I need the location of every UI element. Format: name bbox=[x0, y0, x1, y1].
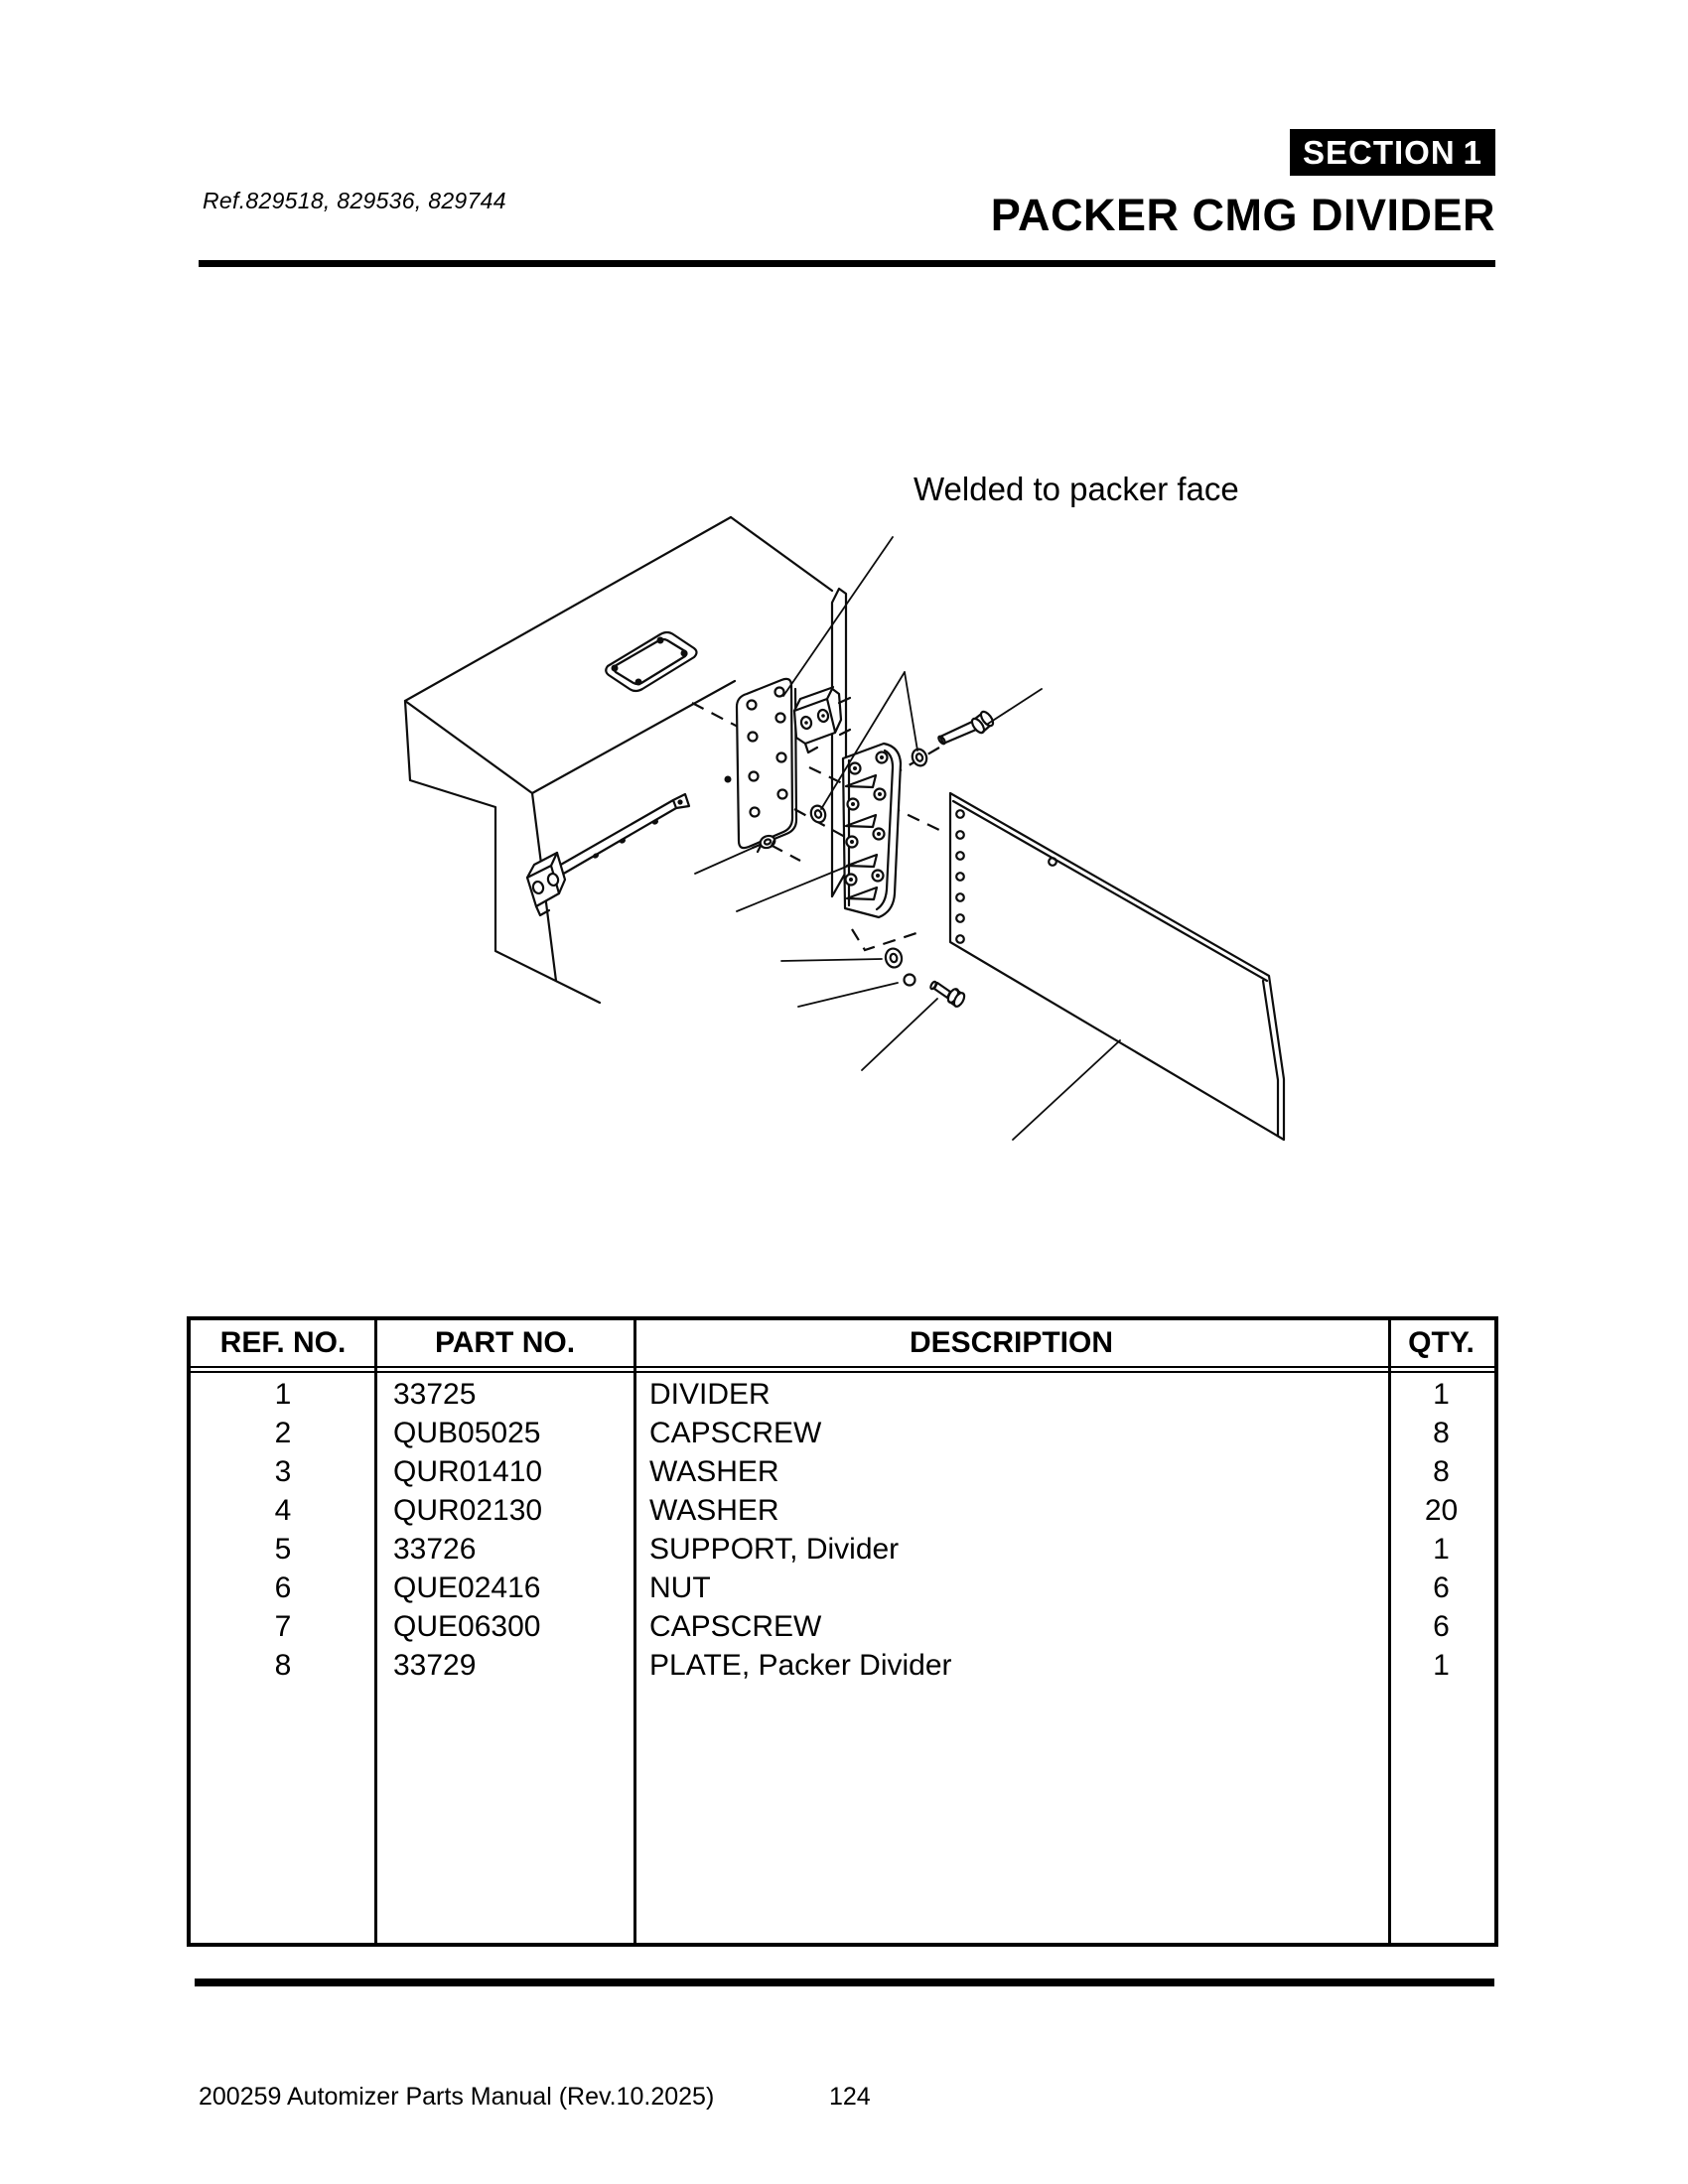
cell-ref-no: 3 bbox=[274, 1455, 292, 1488]
section-badge: SECTION 1 bbox=[1290, 129, 1495, 176]
column-header-part-no: PART NO. bbox=[434, 1326, 576, 1359]
table-row: 1 33725 DIVIDER 1 bbox=[191, 1375, 1494, 1414]
cell-qty: 20 bbox=[1424, 1494, 1459, 1527]
plate-screw-head bbox=[756, 834, 776, 854]
cell-qty: 1 bbox=[1433, 1533, 1450, 1566]
section-badge-label: SECTION bbox=[1303, 133, 1456, 171]
table-row: 7 QUE06300 CAPSCREW 6 bbox=[191, 1607, 1494, 1646]
cell-qty: 8 bbox=[1433, 1455, 1450, 1488]
column-header-qty: QTY. bbox=[1408, 1326, 1475, 1359]
cell-qty: 1 bbox=[1433, 1649, 1450, 1682]
cell-part-no: QUB05025 bbox=[393, 1417, 541, 1449]
column-header-description: DESCRIPTION bbox=[909, 1326, 1114, 1359]
table-row: 8 33729 PLATE, Packer Divider 1 bbox=[191, 1646, 1494, 1685]
mounting-plate bbox=[724, 677, 798, 850]
cell-part-no: QUE02416 bbox=[393, 1571, 541, 1604]
cell-description: WASHER bbox=[649, 1455, 779, 1488]
diagram-annotation: Welded to packer face bbox=[914, 471, 1239, 507]
leader-lines bbox=[694, 536, 1121, 1141]
parts-table: REF. NO. PART NO. DESCRIPTION QTY. 1 337… bbox=[187, 1316, 1498, 1947]
exploded-parts-diagram bbox=[403, 515, 1286, 1142]
cell-qty: 8 bbox=[1433, 1417, 1450, 1449]
cell-description: NUT bbox=[649, 1571, 711, 1604]
divider-support bbox=[841, 742, 903, 919]
capscrew-upper bbox=[937, 710, 995, 746]
washer-top bbox=[911, 748, 928, 767]
clamp-bracket bbox=[792, 685, 852, 754]
cell-part-no: QUE06300 bbox=[393, 1610, 541, 1643]
cell-ref-no: 6 bbox=[274, 1571, 292, 1604]
footer-manual-title: 200259 Automizer Parts Manual (Rev.10.20… bbox=[199, 2083, 715, 2111]
cell-description: DIVIDER bbox=[649, 1378, 771, 1411]
table-row: 2 QUB05025 CAPSCREW 8 bbox=[191, 1414, 1494, 1452]
cell-part-no: 33725 bbox=[393, 1378, 477, 1411]
reference-numbers: Ref.829518, 829536, 829744 bbox=[203, 188, 506, 213]
table-row: 3 QUR01410 WASHER 8 bbox=[191, 1452, 1494, 1491]
table-row: 4 QUR02130 WASHER 20 bbox=[191, 1491, 1494, 1530]
cell-part-no: 33729 bbox=[393, 1649, 477, 1682]
table-row: 5 33726 SUPPORT, Divider 1 bbox=[191, 1530, 1494, 1569]
cell-qty: 6 bbox=[1433, 1610, 1450, 1643]
cell-qty: 1 bbox=[1433, 1378, 1450, 1411]
cell-description: CAPSCREW bbox=[649, 1610, 822, 1643]
footer-rule bbox=[195, 1979, 1494, 1986]
table-divider bbox=[1388, 1320, 1391, 1943]
cell-ref-no: 5 bbox=[274, 1533, 292, 1566]
cell-description: CAPSCREW bbox=[649, 1417, 822, 1449]
table-divider bbox=[374, 1320, 377, 1943]
washer-bottom bbox=[884, 947, 904, 969]
table-body: 1 33725 DIVIDER 1 2 QUB05025 CAPSCREW 8 … bbox=[191, 1375, 1494, 1685]
cell-part-no: QUR01410 bbox=[393, 1455, 543, 1488]
table-divider bbox=[633, 1320, 636, 1943]
table-header-row: REF. NO. PART NO. DESCRIPTION QTY. bbox=[191, 1320, 1494, 1373]
column-header-ref-no: REF. NO. bbox=[219, 1326, 347, 1359]
support-bolts bbox=[844, 751, 889, 887]
cell-ref-no: 8 bbox=[274, 1649, 292, 1682]
footer-page-number: 124 bbox=[829, 2083, 871, 2111]
cell-description: WASHER bbox=[649, 1494, 779, 1527]
cell-ref-no: 1 bbox=[274, 1378, 292, 1411]
cell-ref-no: 7 bbox=[274, 1610, 292, 1643]
cell-description: SUPPORT, Divider bbox=[649, 1533, 900, 1566]
washer-middle bbox=[809, 804, 827, 824]
table-row: 6 QUE02416 NUT 6 bbox=[191, 1569, 1494, 1607]
cell-description: PLATE, Packer Divider bbox=[649, 1649, 952, 1682]
packer-divider-plate bbox=[948, 791, 1286, 1142]
page-title: PACKER CMG DIVIDER bbox=[990, 190, 1495, 240]
cell-ref-no: 2 bbox=[274, 1417, 292, 1449]
section-badge-number: 1 bbox=[1463, 133, 1482, 171]
cell-qty: 6 bbox=[1433, 1571, 1450, 1604]
cell-ref-no: 4 bbox=[274, 1494, 292, 1527]
cell-part-no: QUR02130 bbox=[393, 1494, 543, 1527]
capscrew-lower bbox=[929, 980, 966, 1008]
header-rule bbox=[199, 260, 1495, 267]
rail-and-bracket bbox=[525, 792, 691, 917]
cell-part-no: 33726 bbox=[393, 1533, 477, 1566]
nut-bottom bbox=[903, 973, 916, 987]
